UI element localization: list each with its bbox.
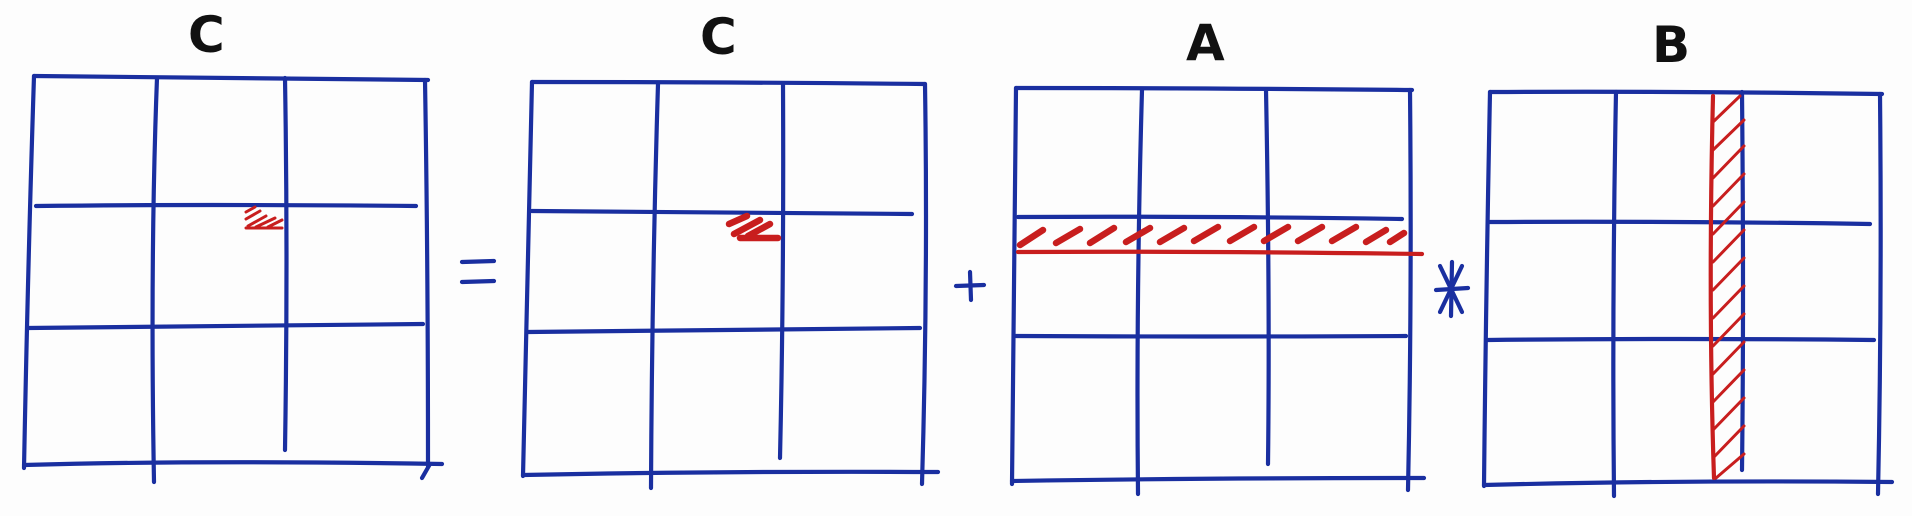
matrix-label-c-result: C <box>188 6 225 64</box>
highlighted-row <box>1015 223 1425 257</box>
highlighted-column <box>1708 93 1746 481</box>
matrix-c-input: C <box>520 8 941 491</box>
matrix-a: A <box>1009 14 1427 497</box>
matrix-c-result: C <box>21 6 445 485</box>
matrix-b: B <box>1481 16 1895 499</box>
multiply-sign <box>1433 259 1471 319</box>
matrix-label-c-input: C <box>700 8 737 66</box>
matrix-grid <box>21 73 445 485</box>
equals-sign <box>459 258 497 285</box>
highlighted-cell <box>244 205 284 230</box>
plus-sign <box>953 269 987 303</box>
matrix-grid <box>1009 85 1427 497</box>
matrix-label-a: A <box>1186 14 1225 72</box>
matrix-grid <box>1481 89 1895 499</box>
highlighted-cell <box>725 212 782 242</box>
matrix-label-b: B <box>1652 16 1690 74</box>
matrix-grid <box>520 79 941 491</box>
